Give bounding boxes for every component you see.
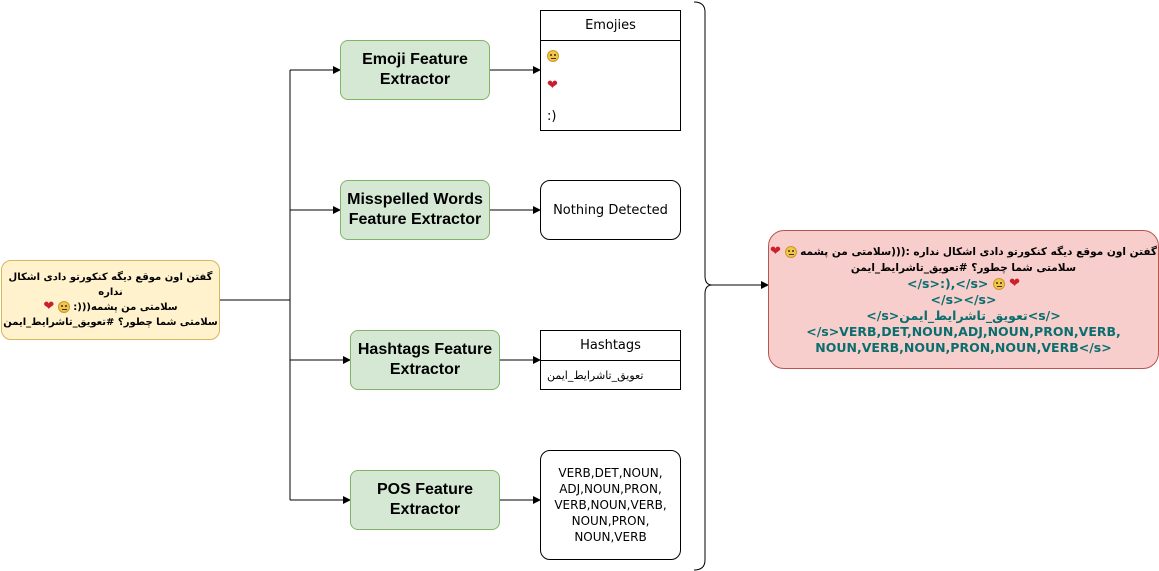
neutral-face-icon — [547, 50, 559, 62]
table-row: تعویق_تاشرایط_ایمن — [547, 369, 644, 382]
emojies-table: Emojies ❤ :) — [540, 10, 681, 131]
input-line-2: سلامتی من پشمه(((: ❤ — [43, 299, 178, 315]
output-line-3-text: </s>:),</s> — [907, 275, 989, 291]
neutral-face-icon — [992, 278, 1005, 290]
pos-line: VERB,NOUN,VERB, — [554, 498, 667, 512]
output-line-2: سلامتی شما چطور؟ #تعویق_تاشرایط_ایمن — [850, 261, 1077, 274]
misspelled-words-feature-extractor: Misspelled Words Feature Extractor — [340, 180, 490, 240]
emoji-feature-extractor: Emoji Feature Extractor — [340, 40, 490, 100]
hashtags-table-header: Hashtags — [541, 331, 680, 361]
table-row: ❤ — [541, 71, 680, 101]
input-line-3: سلامتی شما چطور؟ #تعویق_تاشرایط_ایمن — [3, 317, 218, 328]
output-line-5: </s>تعویق_تاشرایط_ایمن<s/> — [866, 307, 1061, 323]
misspelled-result-box: Nothing Detected — [540, 180, 681, 240]
output-line-1: گفتن اون موقع دیگه کنکورتو دادی اشکال ند… — [770, 244, 1157, 260]
table-row — [541, 41, 680, 71]
broken-heart-icon: ❤ — [43, 299, 55, 314]
pos-line: VERB,DET,NOUN, — [558, 466, 663, 480]
neutral-face-icon — [784, 245, 797, 258]
pos-result-box: VERB,DET,NOUN, ADJ,NOUN,PRON, VERB,NOUN,… — [540, 450, 681, 560]
broken-heart-icon: ❤ — [1009, 276, 1020, 291]
input-tweet-box: گفتن اون موقع دیگه کنکورتو دادی اشکال ند… — [1, 260, 220, 340]
output-line-1-text: گفتن اون موقع دیگه کنکورتو دادی اشکال ند… — [800, 245, 1158, 258]
pos-line: NOUN,PRON, — [571, 514, 650, 528]
emojies-table-header: Emojies — [541, 11, 680, 41]
hashtags-feature-extractor: Hashtags Feature Extractor — [350, 330, 500, 390]
input-line-2-text: سلامتی من پشمه(((: — [73, 302, 178, 313]
combined-output-box: گفتن اون موقع دیگه کنکورتو دادی اشکال ند… — [768, 230, 1159, 369]
pos-line: ADJ,NOUN,PRON, — [559, 482, 662, 496]
hashtags-table: Hashtags تعویق_تاشرایط_ایمن — [540, 330, 681, 390]
pos-feature-extractor: POS Feature Extractor — [350, 470, 500, 530]
broken-heart-icon: ❤ — [769, 243, 781, 259]
pos-line: NOUN,VERB — [574, 530, 647, 544]
output-line-3: </s>:),</s> ❤ — [907, 276, 1020, 292]
neutral-face-icon — [57, 301, 70, 313]
output-line-6: </s>VERB,DET,NOUN,ADJ,NOUN,PRON,VERB, — [806, 323, 1121, 339]
output-line-4: </s></s> — [930, 291, 997, 307]
input-line-1: گفتن اون موقع دیگه کنکورتو دادی اشکال ند… — [8, 272, 213, 298]
output-line-7: NOUN,VERB,NOUN,PRON,NOUN,VERB</s> — [815, 339, 1112, 355]
broken-heart-icon: ❤ — [547, 78, 558, 93]
table-row: :) — [547, 108, 557, 124]
